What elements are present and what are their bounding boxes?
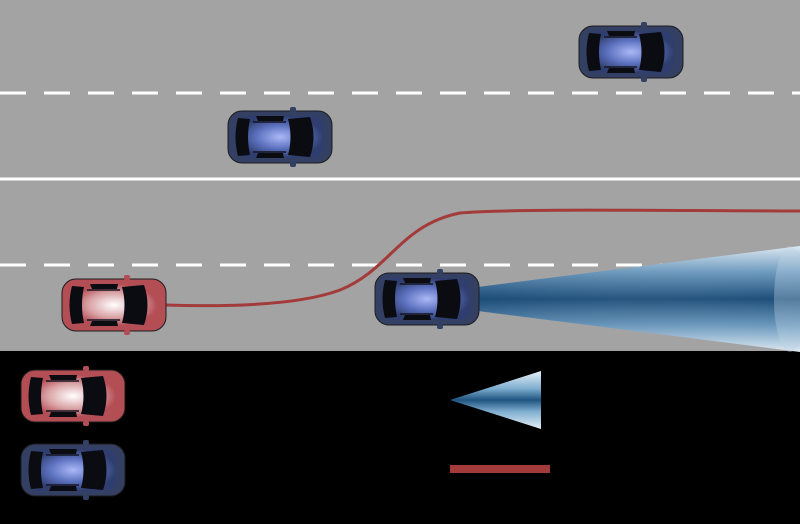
other-vehicle-ahead	[374, 269, 480, 329]
sensor-cone	[478, 246, 800, 352]
other-vehicle-adjacent-lane	[227, 107, 333, 167]
legend-ego-vehicle-symbol	[20, 366, 126, 426]
planned-trajectory	[164, 208, 800, 308]
legend-trajectory-symbol	[450, 465, 550, 473]
ego-vehicle	[61, 275, 167, 335]
legend-other-vehicle-symbol	[20, 440, 126, 500]
legend	[20, 366, 550, 500]
legend-sensor-cone-symbol	[450, 371, 541, 429]
other-vehicle-far-lane	[578, 22, 684, 82]
